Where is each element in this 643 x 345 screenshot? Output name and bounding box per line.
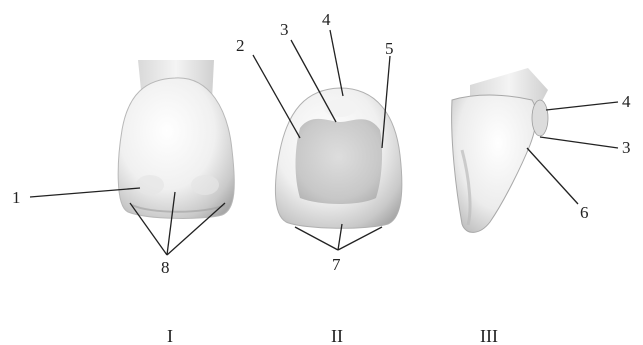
label-3: 3	[280, 20, 289, 39]
view-label-II: II	[331, 326, 343, 345]
label-8: 8	[161, 258, 170, 277]
view-label-I: I	[167, 326, 173, 345]
leader-7a	[295, 227, 338, 250]
tooth-view-proximal	[452, 68, 548, 232]
label-2: 2	[236, 36, 245, 55]
tooth-view-lingual	[275, 88, 401, 228]
leader-7c	[338, 227, 382, 250]
label-1: 1	[12, 188, 21, 207]
mamelon-right	[191, 175, 219, 195]
tooth-view-labial	[118, 60, 234, 218]
leader-3-right	[540, 137, 618, 148]
label-3-right: 3	[622, 138, 631, 157]
leader-4-right	[546, 102, 618, 110]
label-4: 4	[322, 10, 331, 29]
cingulum-proximal	[532, 100, 548, 136]
leader-2	[253, 55, 300, 138]
leader-6	[527, 148, 578, 204]
label-4-right: 4	[622, 92, 631, 111]
label-7: 7	[332, 255, 341, 274]
mamelon-left	[136, 175, 164, 195]
lingual-fossa	[296, 119, 383, 204]
leader-4	[330, 30, 343, 96]
label-5: 5	[385, 39, 394, 58]
label-6: 6	[580, 203, 589, 222]
crown-labial	[118, 78, 234, 219]
view-label-III: III	[480, 326, 498, 345]
